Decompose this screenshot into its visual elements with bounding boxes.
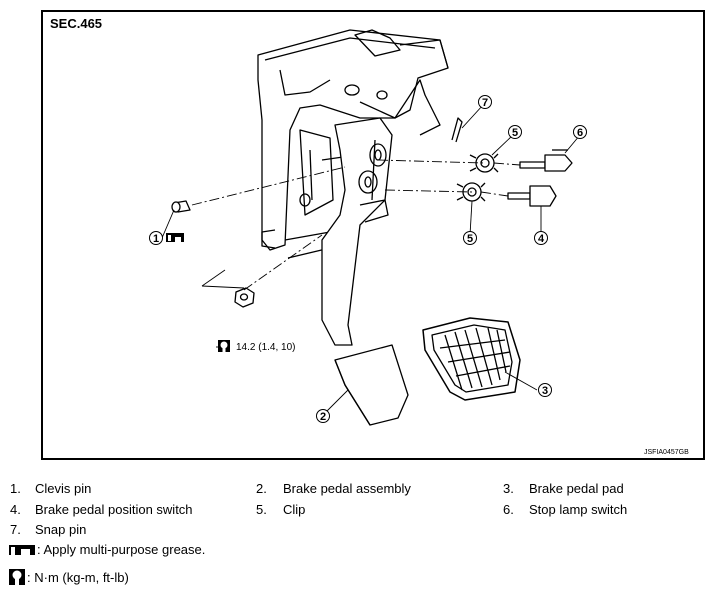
pedal-arm [321,117,393,346]
note-grease: : Apply multi-purpose grease. [9,542,205,557]
svg-text:3: 3 [542,385,548,397]
callout-2: 2 [316,409,330,423]
torque-spec: 14.2 (1.4, 10) [236,342,295,353]
legend-num-7: 7. [10,522,21,537]
grease-gun-icon [9,544,35,555]
legend-clevis-pin: Clevis pin [35,481,92,496]
note-torque: : N·m (kg-m, ft-lb) [9,569,129,585]
legend-num-4: 4. [10,502,21,517]
section-label: SEC.465 [50,16,103,31]
svg-text:5: 5 [512,127,518,139]
callout-5-upper: 5 [508,125,522,139]
legend-snap-pin: Snap pin [35,522,87,537]
svg-text:6: 6 [577,127,583,139]
legend-clip: Clip [283,502,306,517]
legend-num-2: 2. [256,481,267,496]
callout-6: 6 [573,125,587,139]
stop-lamp-switch [519,149,573,172]
legend-num-6: 6. [503,502,514,517]
assembly-lines [191,159,521,291]
torque-wrench-icon [9,569,25,585]
pedal-pad [422,317,521,401]
callouts: 1 2 3 4 5 5 6 7 [149,95,587,423]
torque-wrench-icon [218,340,230,352]
callout-1: 1 [149,231,163,245]
legend-stop-lamp-switch: Stop lamp switch [529,502,628,517]
svg-text:5: 5 [467,233,473,245]
callout-7: 7 [478,95,492,109]
callout-4: 4 [534,231,548,245]
svg-text:2: 2 [320,411,326,423]
nut [234,287,255,308]
svg-text:4: 4 [538,233,545,245]
legend-brake-pedal-position-switch: Brake pedal position switch [35,502,193,517]
svg-text:1: 1 [153,233,159,245]
clevis-pin [171,200,191,213]
pedal-foot [334,344,409,426]
leader-lines [161,104,581,414]
snap-pin [451,117,463,143]
callout-3: 3 [538,383,552,397]
legend-num-3: 3. [503,481,514,496]
note-grease-text: : Apply multi-purpose grease. [37,542,206,557]
legend-num-5: 5. [256,502,267,517]
callout-5-lower: 5 [463,231,477,245]
legend-num-1: 1. [10,481,21,496]
brake-pedal-position-switch [507,185,557,207]
pedal-bracket [257,29,449,259]
figure-code: JSFIA0457GB [644,449,689,456]
legend-brake-pedal-assembly: Brake pedal assembly [283,481,411,496]
note-torque-text: : N·m (kg-m, ft-lb) [27,569,129,585]
diagram-frame [41,10,705,460]
legend-brake-pedal-pad: Brake pedal pad [529,481,624,496]
svg-text:7: 7 [482,97,488,109]
grease-gun-icon [166,233,184,242]
